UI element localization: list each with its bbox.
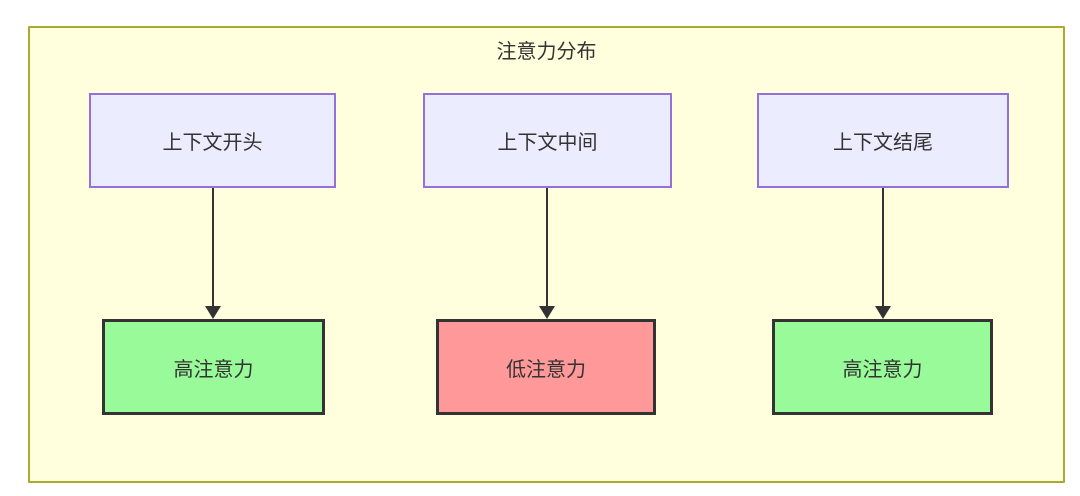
arrow-down-line [546, 188, 548, 307]
node-label: 低注意力 [506, 358, 586, 381]
node-label: 上下文中间 [497, 132, 598, 154]
node-label: 高注意力 [173, 358, 254, 381]
arrow-down-line [882, 188, 884, 307]
arrowhead-icon [539, 306, 555, 319]
arrowhead-icon [875, 306, 891, 319]
node-label: 上下文开头 [162, 132, 263, 154]
node-label: 高注意力 [842, 358, 923, 381]
node-context-middle: 上下文中间 [423, 93, 672, 188]
node-high-attention-left: 高注意力 [102, 319, 325, 415]
node-high-attention-right: 高注意力 [772, 319, 993, 415]
node-context-end: 上下文结尾 [757, 93, 1009, 188]
arrowhead-icon [205, 306, 221, 319]
diagram-title: 注意力分布 [496, 41, 597, 63]
arrow-down-line [212, 188, 214, 307]
node-low-attention: 低注意力 [436, 319, 656, 415]
node-context-beginning: 上下文开头 [89, 93, 336, 188]
node-label: 上下文结尾 [833, 132, 933, 154]
